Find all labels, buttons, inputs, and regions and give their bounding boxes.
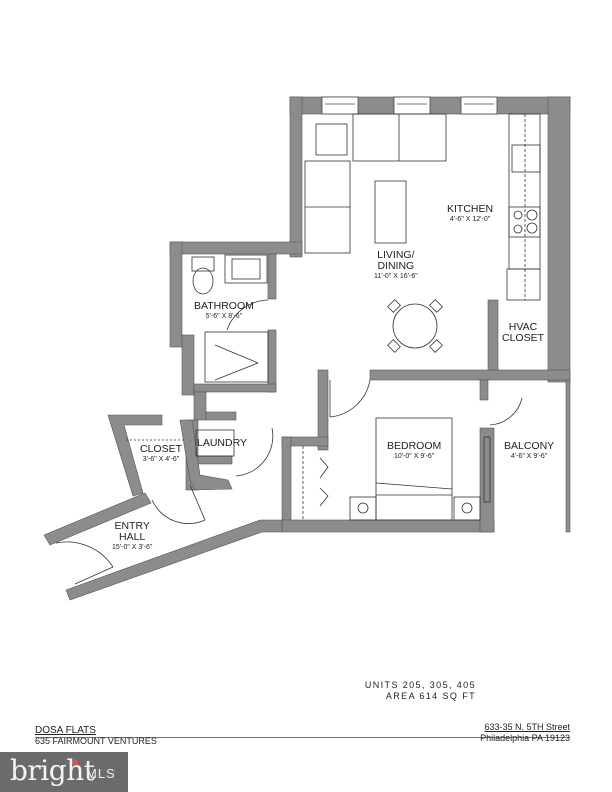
room-label-balcony: BALCONY 4'-6" X 9'-6" [504,441,554,461]
kitchen-name: KITCHEN [447,203,494,215]
room-label-entry-hall: ENTRY HALL 15'-0" X 3'-6" [112,521,152,552]
entry-name-line2: HALL [119,531,146,543]
room-label-kitchen: KITCHEN 4'-6" X 12'-0" [447,204,493,224]
room-label-hvac-closet: HVAC CLOSET [502,322,544,344]
kitchen-dims: 4'-6" X 12'-0" [449,216,491,223]
entry-name-line1: ENTRY [114,520,150,532]
unit-info: UNITS 205, 305, 405 AREA 614 SQ FT [365,680,476,702]
laundry-name: LAUNDRY [197,437,247,449]
room-label-laundry: LAUNDRY [197,438,247,449]
address-street: 633-35 N. 5TH Street [484,722,570,732]
project-block: DOSA FLATS 635 FAIRMOUNT VENTURES [35,725,157,747]
bathroom-name: BATHROOM [194,300,254,312]
address-city: Philadelphia PA 19123 [480,733,570,743]
units-list: UNITS 205, 305, 405 [364,680,476,690]
room-label-closet: CLOSET 3'-6" X 4'-6" [140,444,182,464]
room-label-living: LIVING/ DINING 11'-0" X 16'-6" [374,250,418,281]
closet-dims: 3'-6" X 4'-6" [142,456,180,463]
project-title: DOSA FLATS [35,725,96,736]
watermark-brand: bright [10,754,95,787]
closet-name: CLOSET [140,443,183,455]
bedroom-name: BEDROOM [387,440,442,452]
hvac-name-line2: CLOSET [502,332,545,344]
living-dims: 11'-0" X 16'-6" [374,273,418,280]
living-name-line2: DINING [377,260,415,272]
bathroom-dims: 5'-6" X 8'-6" [205,313,243,320]
area: AREA 614 SQ FT [385,691,476,701]
entry-dims: 15'-0" X 3'-6" [112,544,153,551]
hvac-name-line1: HVAC [508,321,538,333]
balcony-name: BALCONY [504,440,555,452]
project-developer: 635 FAIRMOUNT VENTURES [35,736,157,746]
living-name-line1: LIVING/ [377,249,415,261]
title-rule [35,737,570,738]
balcony-dims: 4'-6" X 9'-6" [510,453,548,460]
room-label-bedroom: BEDROOM 10'-0" X 9'-6" [387,441,441,461]
watermark-suffix: MLS [86,766,116,781]
bedroom-dims: 10'-0" X 9'-6" [393,453,435,460]
address-block: 633-35 N. 5TH Street Philadelphia PA 191… [477,722,570,744]
bright-mls-watermark: bright MLS [0,752,128,792]
room-label-bathroom: BATHROOM 5'-6" X 8'-6" [194,301,254,321]
